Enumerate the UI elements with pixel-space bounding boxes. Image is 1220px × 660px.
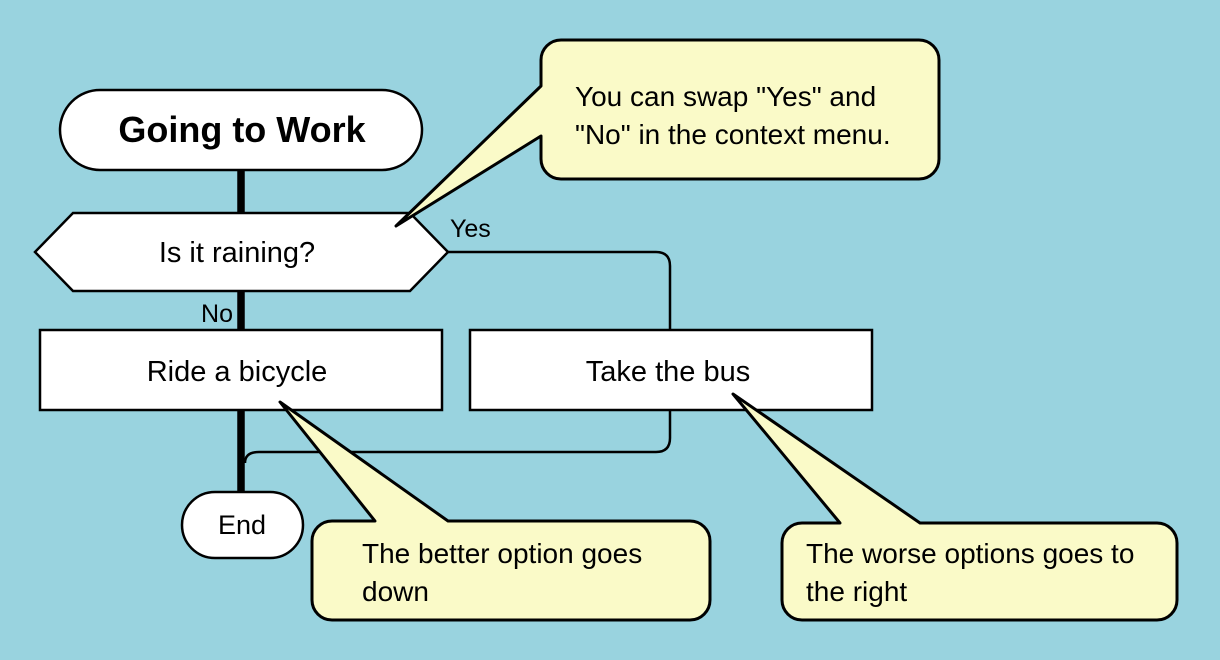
- decision-node[interactable]: [33, 211, 450, 293]
- callout-swap-yes-no-line2: "No" in the context menu.: [575, 119, 891, 150]
- start-node[interactable]: [58, 88, 424, 172]
- option-down-node[interactable]: [38, 328, 444, 412]
- callout-better-option-line2: down: [362, 576, 429, 607]
- option-right-node[interactable]: [468, 328, 874, 412]
- callout-worse-option[interactable]: [731, 392, 1179, 622]
- callout-swap-yes-no-line1: You can swap "Yes" and: [575, 81, 876, 112]
- end-node[interactable]: [180, 490, 305, 560]
- option-down-node-label: Ride a bicycle: [147, 356, 328, 388]
- callout-better-option-line1: The better option goes: [362, 538, 642, 569]
- callout-better-option[interactable]: [278, 400, 712, 622]
- edge-yes-connector[interactable]: [243, 250, 672, 464]
- callout-swap-yes-no[interactable]: [394, 38, 941, 228]
- callout-worse-option-line1: The worse options goes to: [806, 538, 1134, 569]
- end-node-label: End: [218, 510, 266, 540]
- start-node-label: Going to Work: [118, 109, 366, 150]
- decision-node-label: Is it raining?: [159, 237, 315, 269]
- option-right-node-label: Take the bus: [586, 356, 750, 388]
- edge-label-no: No: [201, 300, 233, 328]
- edge-label-yes: Yes: [450, 215, 491, 243]
- callout-worse-option-line2: the right: [806, 576, 907, 607]
